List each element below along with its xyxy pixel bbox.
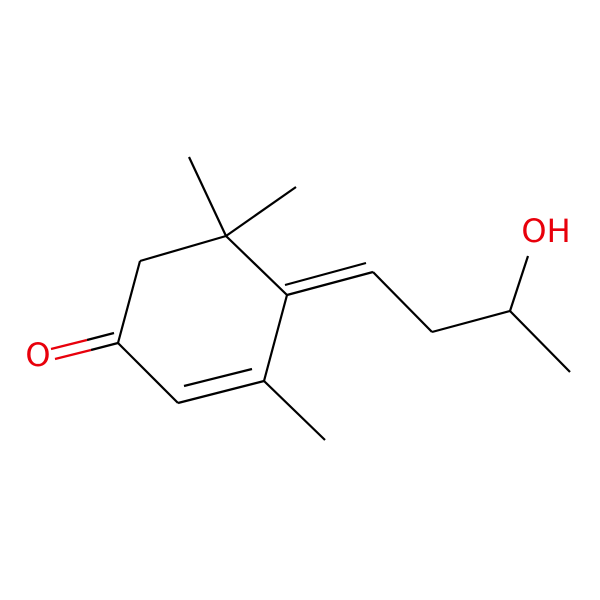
bond-c4-o-red-1 [54, 348, 92, 361]
bond-c10-oh [508, 255, 530, 312]
bond-chain-c8-c9 [372, 271, 433, 333]
bond-c1-c2 [262, 294, 289, 382]
carbonyl-bond [50, 331, 119, 361]
bond-c4-o-black-2 [86, 331, 115, 342]
bond-gem-methyl-2 [225, 186, 297, 237]
atom-label-hydroxyl: OH [521, 212, 570, 250]
bond-chain-c9-c10 [431, 309, 511, 334]
bond-ring-methyl [263, 380, 326, 441]
bond-c6-c1 [225, 235, 288, 296]
bond-c3-c4 [117, 342, 179, 404]
bond-c2-c3 [177, 379, 265, 405]
ring-bonds [116, 234, 289, 405]
bond-exocyclic-double-outer [286, 270, 374, 297]
bond-c4-o-black-1 [90, 341, 119, 352]
bond-gem-methyl-1 [188, 156, 227, 237]
bond-chain-c10-methyl [509, 310, 571, 373]
bond-exocyclic-double-inner [284, 261, 367, 287]
bond-c2-c3-inner [183, 367, 253, 388]
bond-c4-c5 [116, 260, 142, 344]
bond-c4-o-red-2 [50, 338, 88, 351]
atom-label-oxygen-ketone: O [25, 336, 50, 374]
substituent-bonds [188, 156, 571, 441]
bond-c5-c6 [139, 234, 227, 263]
